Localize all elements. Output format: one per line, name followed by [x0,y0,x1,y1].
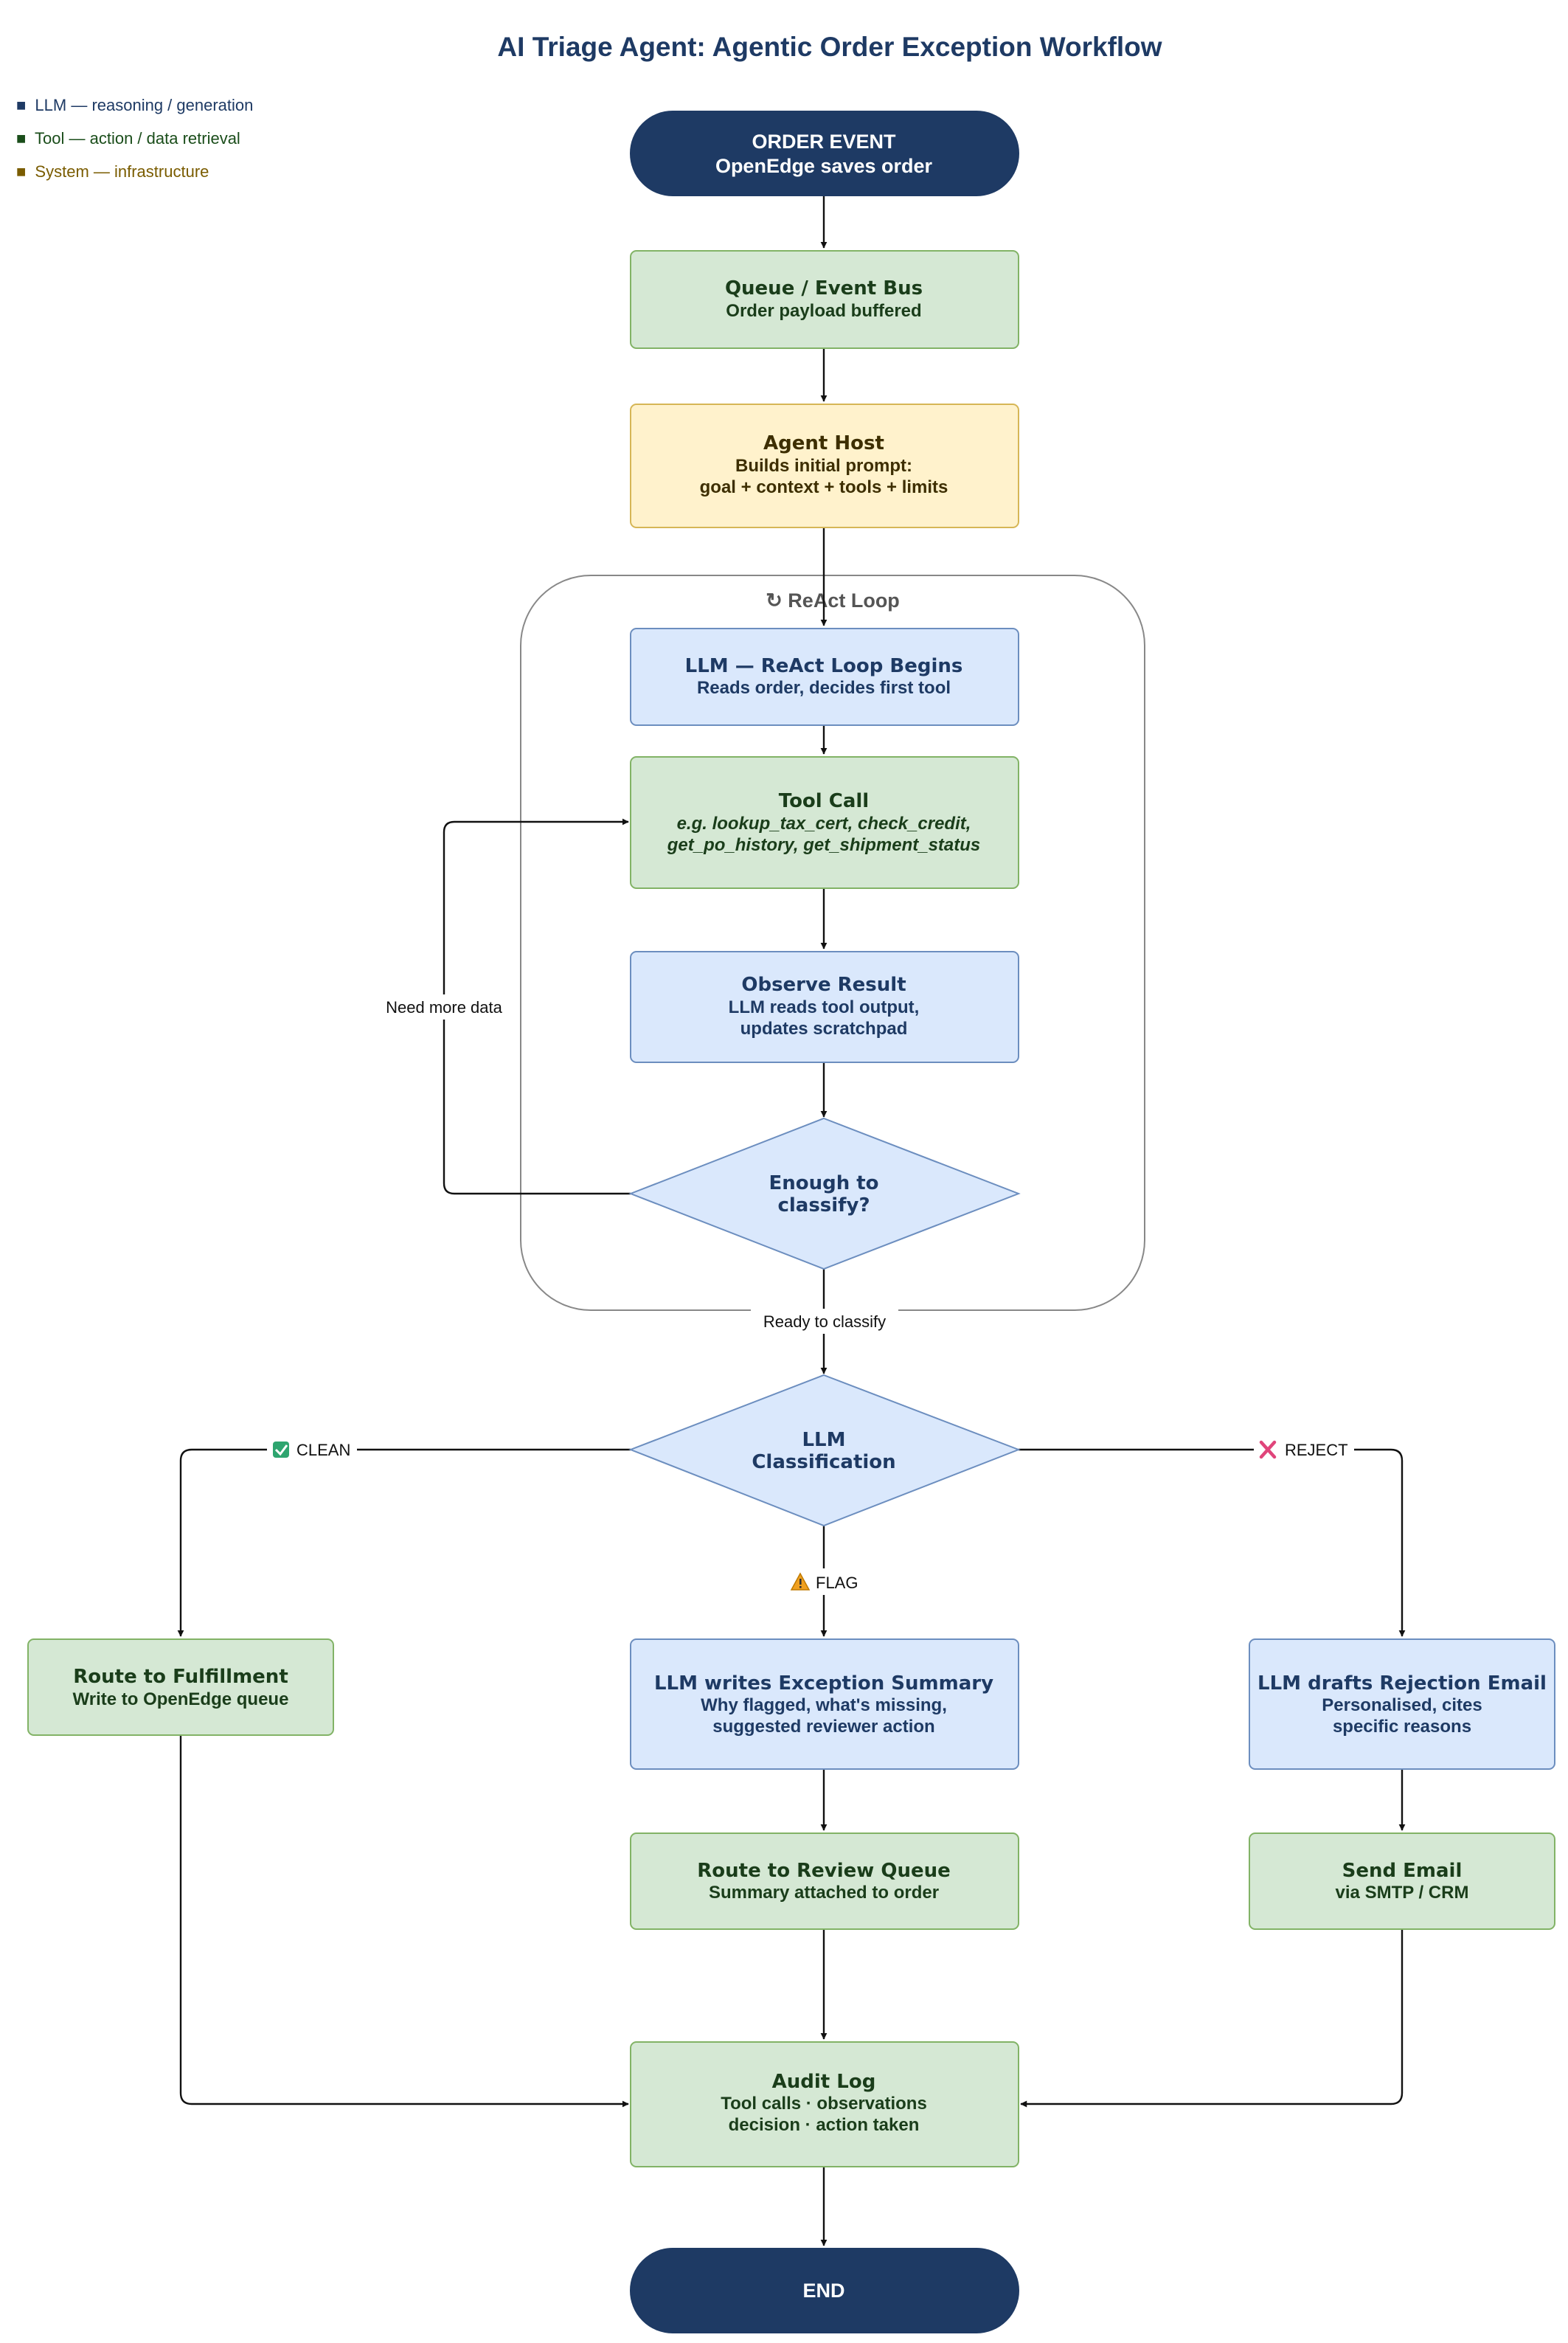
node-observe-title: Observe Result [741,974,906,996]
node-tool-call-title: Tool Call [779,790,869,812]
node-agent-host: Agent Host Builds initial prompt: goal +… [630,404,1019,528]
node-send-email-title: Send Email [1342,1860,1463,1882]
diagram-title: AI Triage Agent: Agentic Order Exception… [497,32,1162,62]
node-llm-begin: LLM — ReAct Loop Begins Reads order, dec… [630,628,1019,726]
legend-label-system: System — infrastructure [35,162,209,181]
node-audit-log-sub-2: decision · action taken [729,2115,920,2135]
node-tool-call: Tool Call e.g. lookup_tax_cert, check_cr… [630,756,1019,889]
edge-send-to-audit [1020,1929,1404,2108]
edge-label-need-more-data: Need more data [386,998,503,1017]
legend-item-tool: ■ Tool — action / data retrieval [16,129,240,148]
node-fulfillment: Route to Fulfillment Write to OpenEdge q… [27,1638,334,1736]
warning-icon [790,1572,811,1591]
cross-icon [1259,1440,1277,1459]
legend-item-llm: ■ LLM — reasoning / generation [16,96,253,114]
node-order-event-sub: OpenEdge saves order [715,155,933,177]
node-review-queue-sub: Summary attached to order [709,1883,939,1903]
legend-label-llm: LLM — reasoning / generation [35,96,253,114]
legend-marker-llm: ■ [16,96,26,114]
legend-item-system: ■ System — infrastructure [16,162,209,181]
node-order-event-title: ORDER EVENT [752,131,896,153]
node-observe-sub-2: updates scratchpad [740,1019,908,1039]
edges [177,195,1406,2246]
edge-label-reject: REJECT [1254,1436,1354,1464]
node-llm-begin-title: LLM — ReAct Loop Begins [685,655,963,677]
node-queue-sub: Order payload buffered [726,301,921,321]
node-rejection-email-title: LLM drafts Rejection Email [1257,1672,1547,1695]
node-exception-summary-sub-2: suggested reviewer action [712,1717,934,1737]
node-audit-log-sub-1: Tool calls · observations [721,2094,927,2114]
node-fulfillment-sub: Write to OpenEdge queue [73,1689,289,1709]
node-rejection-email: LLM drafts Rejection Email Personalised,… [1249,1638,1555,1770]
edge-label-flag: FLAG [788,1568,869,1595]
label-bg-ready [751,1309,898,1334]
node-end: END [630,2248,1019,2333]
node-review-queue: Route to Review Queue Summary attached t… [630,1832,1019,1930]
node-exception-summary-sub-1: Why flagged, what's missing, [701,1695,947,1715]
legend-marker-system: ■ [16,162,26,181]
node-agent-host-sub-2: goal + context + tools + limits [700,477,948,497]
node-queue: Queue / Event Bus Order payload buffered [630,250,1019,349]
node-send-email: Send Email via SMTP / CRM [1249,1832,1555,1930]
react-loop-label: ↻ ReAct Loop [766,589,900,612]
node-rejection-email-sub-2: specific reasons [1333,1717,1471,1737]
edge-fulfillment-to-audit [179,1735,629,2108]
node-review-queue-title: Route to Review Queue [697,1860,950,1882]
edge-clean [177,1448,631,1637]
node-audit-log-title: Audit Log [772,2071,876,2093]
edge-label-reject-text: REJECT [1285,1441,1348,1459]
node-tool-call-sub-1: e.g. lookup_tax_cert, check_credit, [677,814,971,834]
node-order-event: ORDER EVENT OpenEdge saves order [630,111,1019,196]
edge-reject [1019,1448,1406,1637]
node-send-email-sub: via SMTP / CRM [1336,1883,1469,1903]
node-observe-sub-1: LLM reads tool output, [729,997,920,1017]
legend-label-tool: Tool — action / data retrieval [35,129,240,148]
legend: ■ LLM — reasoning / generation ■ Tool — … [16,96,253,181]
node-agent-host-sub-1: Builds initial prompt: [735,456,912,476]
edge-label-ready-to-classify: Ready to classify [763,1312,886,1331]
node-end-title: END [802,2280,844,2302]
legend-marker-tool: ■ [16,129,26,148]
node-enough-line-2: classify? [777,1194,870,1217]
node-classification-line-1: LLM [802,1429,845,1451]
node-exception-summary-title: LLM writes Exception Summary [654,1672,993,1695]
node-classification-line-2: Classification [752,1451,895,1473]
node-queue-title: Queue / Event Bus [725,277,923,300]
edge-label-flag-text: FLAG [816,1574,858,1592]
node-classification: LLM Classification [628,1374,1021,1527]
check-icon [273,1442,289,1458]
node-exception-summary: LLM writes Exception Summary Why flagged… [630,1638,1019,1770]
node-observe: Observe Result LLM reads tool output, up… [630,951,1019,1063]
node-audit-log: Audit Log Tool calls · observations deci… [630,2041,1019,2167]
edge-label-clean: CLEAN [267,1436,357,1464]
edge-label-clean-text: CLEAN [296,1441,350,1459]
node-enough-to-classify: Enough to classify? [628,1117,1021,1270]
node-fulfillment-title: Route to Fulfillment [73,1666,288,1688]
node-rejection-email-sub-1: Personalised, cites [1322,1695,1482,1715]
label-bg-need-more-data [378,994,510,1020]
node-tool-call-sub-2: get_po_history, get_shipment_status [667,835,981,855]
node-agent-host-title: Agent Host [763,432,884,454]
node-llm-begin-sub: Reads order, decides first tool [697,678,951,698]
node-enough-line-1: Enough to [769,1172,878,1194]
